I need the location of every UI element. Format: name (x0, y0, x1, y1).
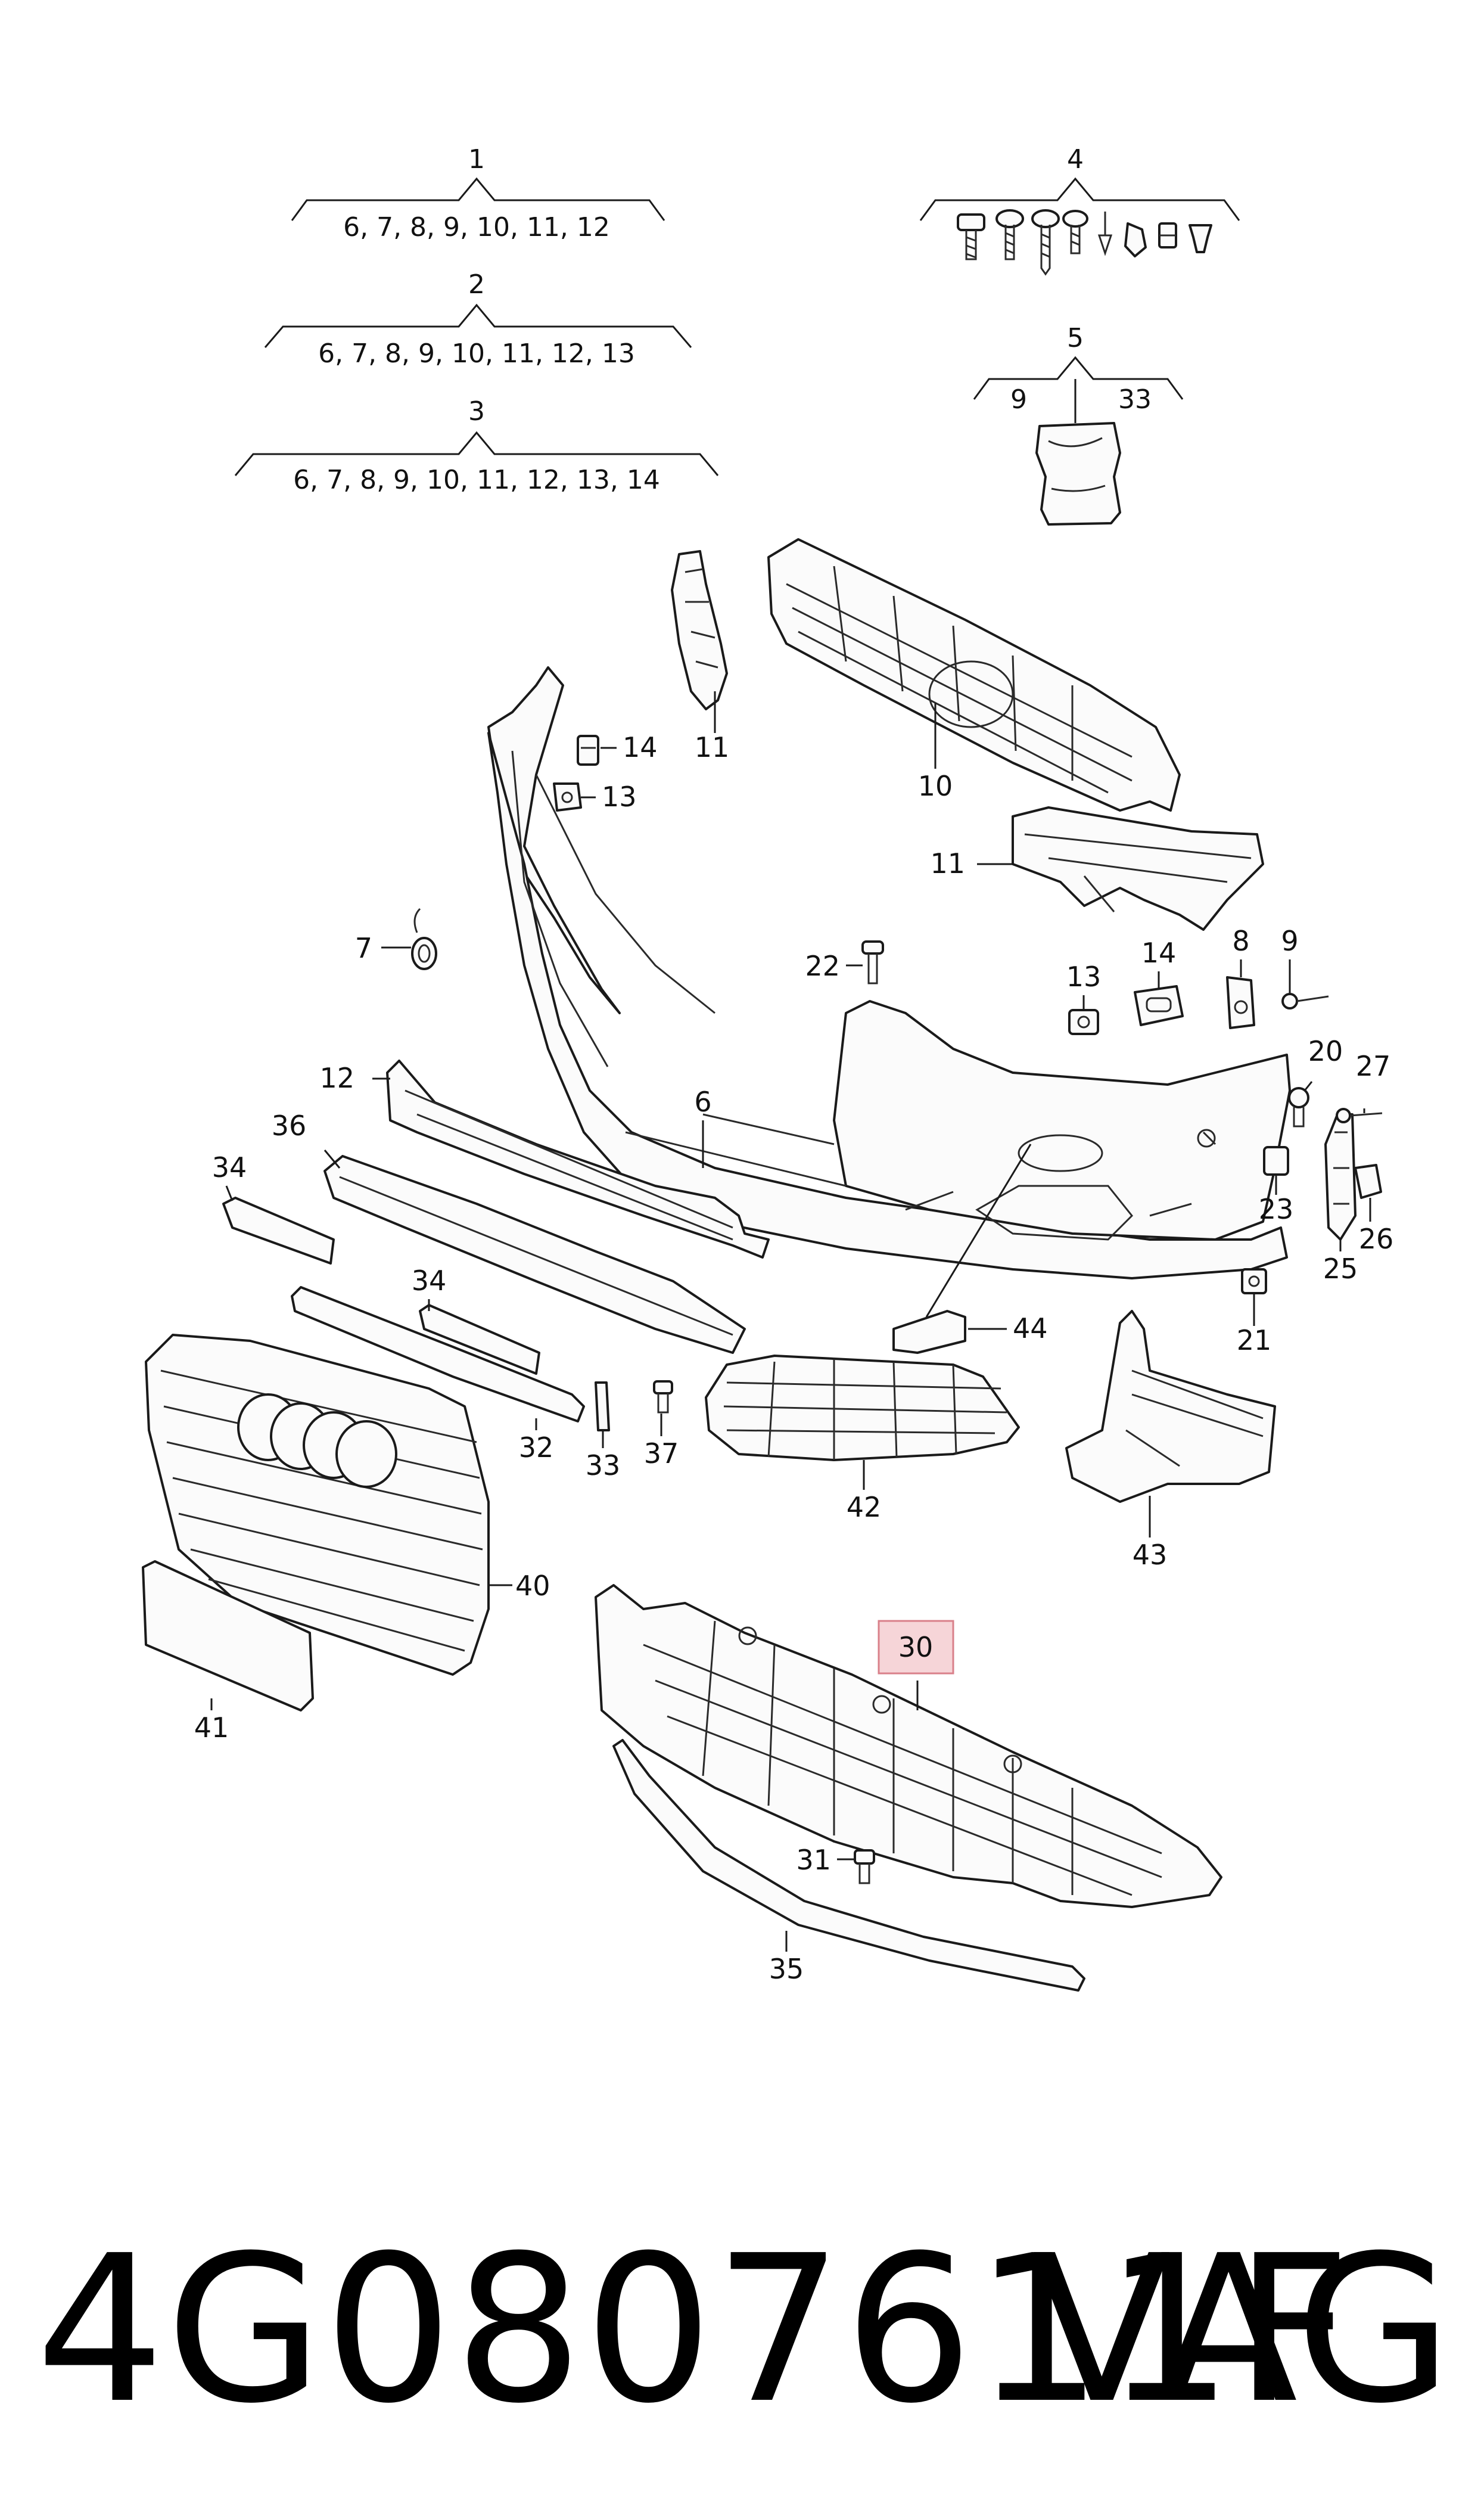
label-23: 23 (1259, 1193, 1294, 1225)
part-10-grille-frame (767, 538, 1181, 812)
group-5: 5 9 33 (973, 323, 1184, 526)
part-40-main-grille (145, 1334, 490, 1676)
label-10: 10 (918, 770, 953, 802)
label-37: 37 (644, 1437, 679, 1470)
label-7: 7 (355, 932, 372, 964)
label-9: 9 (1281, 925, 1298, 957)
label-30: 30 (898, 1631, 934, 1663)
label-42: 42 (847, 1491, 882, 1523)
label-8: 8 (1232, 925, 1249, 957)
label-11-upper: 11 (695, 731, 730, 763)
label-27: 27 (1356, 1050, 1391, 1082)
label-34-left: 34 (212, 1151, 247, 1184)
label-6: 6 (694, 1086, 711, 1118)
leader-lines (210, 691, 1371, 1952)
label-41: 41 (194, 1712, 229, 1744)
label-21: 21 (1237, 1324, 1272, 1356)
callout-labels: 11 10 11 14 13 7 22 13 14 8 9 6 12 36 34… (194, 731, 1394, 1985)
part-7-grommet (411, 908, 437, 970)
fastener-set-icon (957, 209, 1212, 276)
group-3-contents: 6, 7, 8, 9, 10, 11, 12, 13, 14 (293, 465, 660, 495)
label-44: 44 (1013, 1312, 1048, 1344)
label-14-right: 14 (1141, 937, 1177, 969)
group-4-number: 4 (1067, 144, 1084, 175)
part-14-clip-left (577, 735, 599, 766)
part-14-clip-right (1134, 985, 1184, 1026)
part-9-screw (1281, 993, 1329, 1010)
part-12-trim-strip (386, 1060, 770, 1259)
group-3: 3 6, 7, 8, 9, 10, 11, 12, 13, 14 (234, 396, 719, 495)
part-8-bracket-clip (1226, 976, 1255, 1029)
label-33: 33 (586, 1449, 621, 1481)
label-25: 25 (1323, 1253, 1358, 1285)
part-22-screw (861, 940, 884, 984)
part-13-clip-right (1068, 1009, 1099, 1035)
footer-caption: 4G0807611F VAG (36, 2217, 1454, 2443)
brand-text: VAG (1032, 2212, 1454, 2448)
repair-bag-icon (1035, 422, 1121, 526)
part-41-license-plate-holder (142, 1560, 314, 1712)
label-36: 36 (272, 1110, 307, 1142)
part-20-screw (1288, 1087, 1309, 1128)
label-12: 12 (319, 1062, 354, 1094)
part-11-bracket-upper (671, 550, 728, 710)
part-37-screw (653, 1380, 673, 1414)
label-43: 43 (1133, 1539, 1168, 1571)
label-35: 35 (769, 1953, 804, 1985)
part-43-side-duct (1065, 1310, 1276, 1503)
highlight-box-30 (878, 1620, 954, 1675)
label-14-left: 14 (623, 731, 658, 763)
part-27-screw (1336, 1108, 1383, 1123)
part-23-clip (1263, 1146, 1289, 1176)
label-11-lower: 11 (930, 847, 965, 880)
part-25-side-bracket (1324, 1113, 1357, 1241)
label-20: 20 (1308, 1035, 1343, 1067)
part-21-clip (1241, 1268, 1267, 1294)
group-1-number: 1 (468, 144, 485, 175)
label-32: 32 (519, 1431, 554, 1464)
group-1-contents: 6, 7, 8, 9, 10, 11, 12 (343, 212, 610, 243)
part-36-trim-long (323, 1155, 746, 1354)
part-34-strip-mid (419, 1304, 540, 1375)
part-34-strip-left (222, 1197, 335, 1265)
group-2-contents: 6, 7, 8, 9, 10, 11, 12, 13 (318, 338, 635, 369)
group-5-right: 33 (1118, 384, 1152, 415)
group-3-number: 3 (468, 396, 485, 427)
label-31: 31 (796, 1844, 831, 1876)
group-5-number: 5 (1067, 323, 1084, 353)
part-13-clip-left (553, 782, 582, 812)
label-26: 26 (1359, 1223, 1394, 1255)
part-number-text: 4G0807611F (36, 2212, 1352, 2448)
part-31-screw (854, 1849, 875, 1884)
group-1: 1 6, 7, 8, 9, 10, 11, 12 (291, 144, 665, 243)
part-32-strip (291, 1286, 585, 1422)
part-44-washer-cap (892, 1310, 966, 1354)
label-34-mid: 34 (412, 1265, 447, 1297)
group-2: 2 6, 7, 8, 9, 10, 11, 12, 13 (264, 269, 692, 369)
part-6-bumper-cover (487, 666, 1291, 1279)
label-22: 22 (805, 950, 840, 982)
group-5-left: 9 (1010, 384, 1027, 415)
group-4: 4 (919, 144, 1240, 276)
label-40: 40 (515, 1570, 550, 1602)
part-35-lower-strip (612, 1739, 1085, 1992)
part-26-clip (1354, 1164, 1382, 1199)
four-rings-emblem (237, 1393, 397, 1488)
part-33-badge (595, 1381, 610, 1431)
part-11-bracket-lower (1012, 806, 1264, 931)
label-13-left: 13 (602, 781, 637, 813)
group-2-number: 2 (468, 269, 485, 300)
part-42-lower-grille (705, 1355, 1020, 1461)
part-30-undertray (595, 1584, 1222, 1908)
label-13-right: 13 (1066, 961, 1102, 993)
